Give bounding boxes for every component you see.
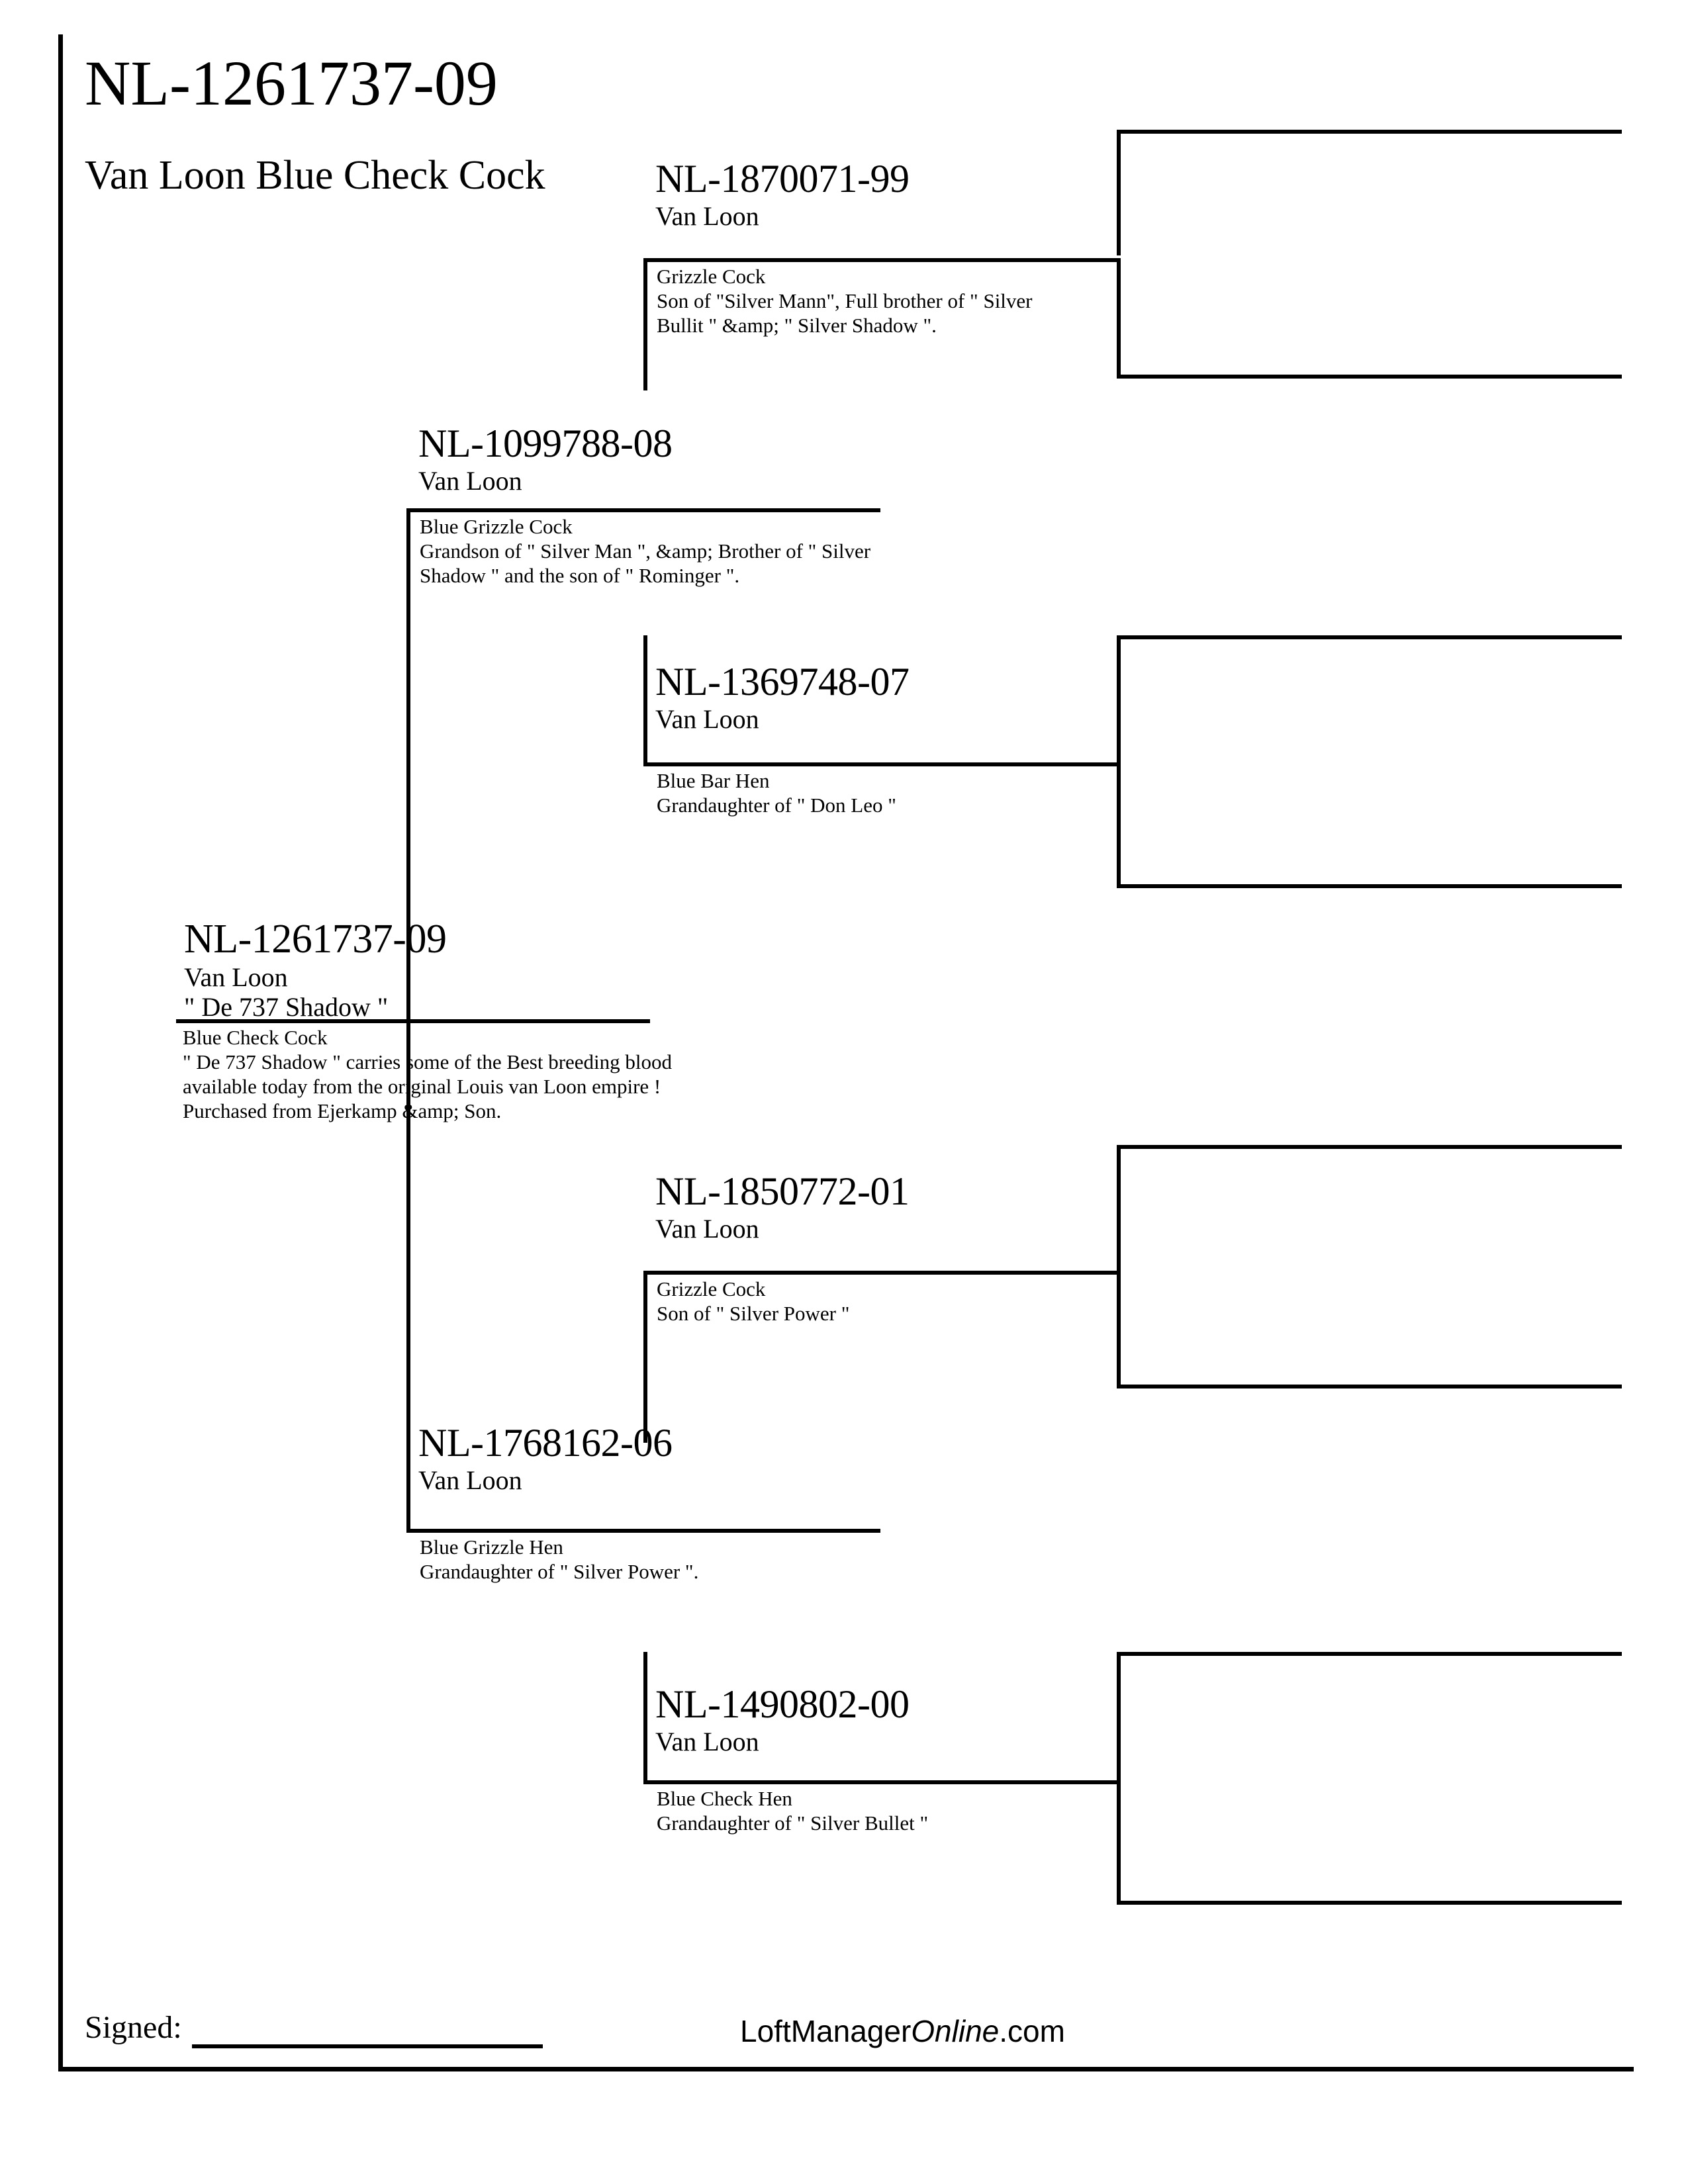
desc-notes-subject: " De 737 Shadow " carries some of the Be… (183, 1050, 673, 1122)
signed-label: Signed: (85, 2010, 182, 2045)
gg-cell-top-3 (1117, 1145, 1622, 1149)
ring-block-sire: NL-1099788-08 Van Loon (418, 422, 673, 496)
ring-block-sire-dam: NL-1369748-07 Van Loon (655, 660, 910, 734)
desc-notes-dam-sire: Son of " Silver Power " (657, 1302, 850, 1325)
desc-notes-sire: Grandson of " Silver Man ", &amp; Brothe… (420, 539, 871, 587)
desc-color-sex-dam-dam: Blue Check Hen (657, 1787, 792, 1810)
desc-color-sex-sire-dam: Blue Bar Hen (657, 769, 770, 792)
desc-notes-dam: Grandaughter of " Silver Power ". (420, 1560, 699, 1583)
gg-cell-top-2 (1117, 635, 1622, 639)
ring-strain: Van Loon (655, 704, 759, 734)
desc-box-top-subject (176, 1019, 650, 1023)
gg-cell-bottom-1 (1117, 375, 1622, 379)
ring-number: NL-1369748-07 (655, 660, 910, 704)
gg-cell-bottom-3 (1117, 1385, 1622, 1388)
page-title: NL-1261737-09 (85, 48, 498, 118)
desc-box-top-sire-sire (643, 258, 1117, 262)
gg-spine-7 (1117, 1652, 1121, 1780)
gg-spine-6 (1117, 1271, 1121, 1388)
desc-box-left-sire-sire (643, 258, 647, 390)
ring-number: NL-1768162-06 (418, 1421, 673, 1465)
desc-box-left-dam-sire (643, 1271, 647, 1443)
desc-box-top-dam-sire (643, 1271, 1117, 1275)
ring-strain: Van Loon (655, 1727, 759, 1756)
ring-number: NL-1850772-01 (655, 1169, 910, 1213)
brand-italic: Online (911, 2014, 1000, 2048)
ring-strain: Van Loon (184, 962, 288, 992)
brand-mark: LoftManagerOnline.com (740, 2013, 1065, 2049)
ring-number: NL-1261737-09 (184, 917, 447, 962)
desc-color-sex-sire: Blue Grizzle Cock (420, 515, 573, 538)
desc-box-top-sire-dam (643, 762, 1117, 766)
desc-color-sex-dam-sire: Grizzle Cock (657, 1277, 766, 1300)
desc-notes-dam-dam: Grandaughter of " Silver Bullet " (657, 1811, 929, 1835)
desc-box-left-dam (406, 1024, 410, 1533)
desc-box-top-dam-dam (643, 1780, 1117, 1784)
gg-spine-2 (1117, 258, 1121, 379)
ring-strain: Van Loon (655, 1214, 759, 1244)
ring-number: NL-1099788-08 (418, 422, 673, 465)
ring-block-dam-dam: NL-1490802-00 Van Loon (655, 1682, 910, 1756)
brand-prefix: LoftManager (740, 2014, 912, 2048)
ring-block-subject: NL-1261737-09 Van Loon " De 737 Shadow " (184, 917, 447, 1022)
desc-box-left-sire-dam (643, 635, 647, 766)
ring-nickname: " De 737 Shadow " (184, 992, 389, 1022)
desc-color-sex-sire-sire: Grizzle Cock (657, 265, 766, 288)
gg-spine-8 (1117, 1780, 1121, 1905)
ring-block-dam: NL-1768162-06 Van Loon (418, 1421, 673, 1495)
desc-notes-sire-sire: Son of "Silver Mann", Full brother of " … (657, 289, 1033, 337)
page-bottom-border (58, 2067, 1634, 2071)
page-left-border (58, 34, 63, 2071)
desc-color-sex-subject: Blue Check Cock (183, 1026, 328, 1049)
ring-block-sire-sire: NL-1870071-99 Van Loon (655, 157, 910, 231)
gg-spine-3 (1117, 635, 1121, 762)
gg-cell-top-1 (1117, 130, 1622, 134)
ring-strain: Van Loon (655, 201, 759, 231)
gg-cell-bottom-2 (1117, 884, 1622, 888)
desc-box-top-sire (406, 508, 880, 512)
ring-strain: Van Loon (418, 466, 522, 496)
desc-box-top-dam (406, 1529, 880, 1533)
gg-spine-5 (1117, 1145, 1121, 1271)
desc-box-left-dam-dam (643, 1652, 647, 1784)
ring-number: NL-1870071-99 (655, 157, 910, 201)
signature-line[interactable] (192, 2044, 543, 2048)
gg-spine-4 (1117, 762, 1121, 888)
brand-suffix: .com (999, 2014, 1065, 2048)
ring-number: NL-1490802-00 (655, 1682, 910, 1726)
desc-color-sex-dam: Blue Grizzle Hen (420, 1535, 563, 1559)
page-subtitle: Van Loon Blue Check Cock (85, 153, 545, 198)
gg-cell-top-4 (1117, 1652, 1622, 1656)
ring-block-dam-sire: NL-1850772-01 Van Loon (655, 1169, 910, 1244)
gg-spine-1 (1117, 130, 1121, 255)
desc-notes-sire-dam: Grandaughter of " Don Leo " (657, 794, 896, 817)
ring-strain: Van Loon (418, 1465, 522, 1495)
desc-box-left-sire (406, 508, 410, 1024)
gg-cell-bottom-4 (1117, 1901, 1622, 1905)
